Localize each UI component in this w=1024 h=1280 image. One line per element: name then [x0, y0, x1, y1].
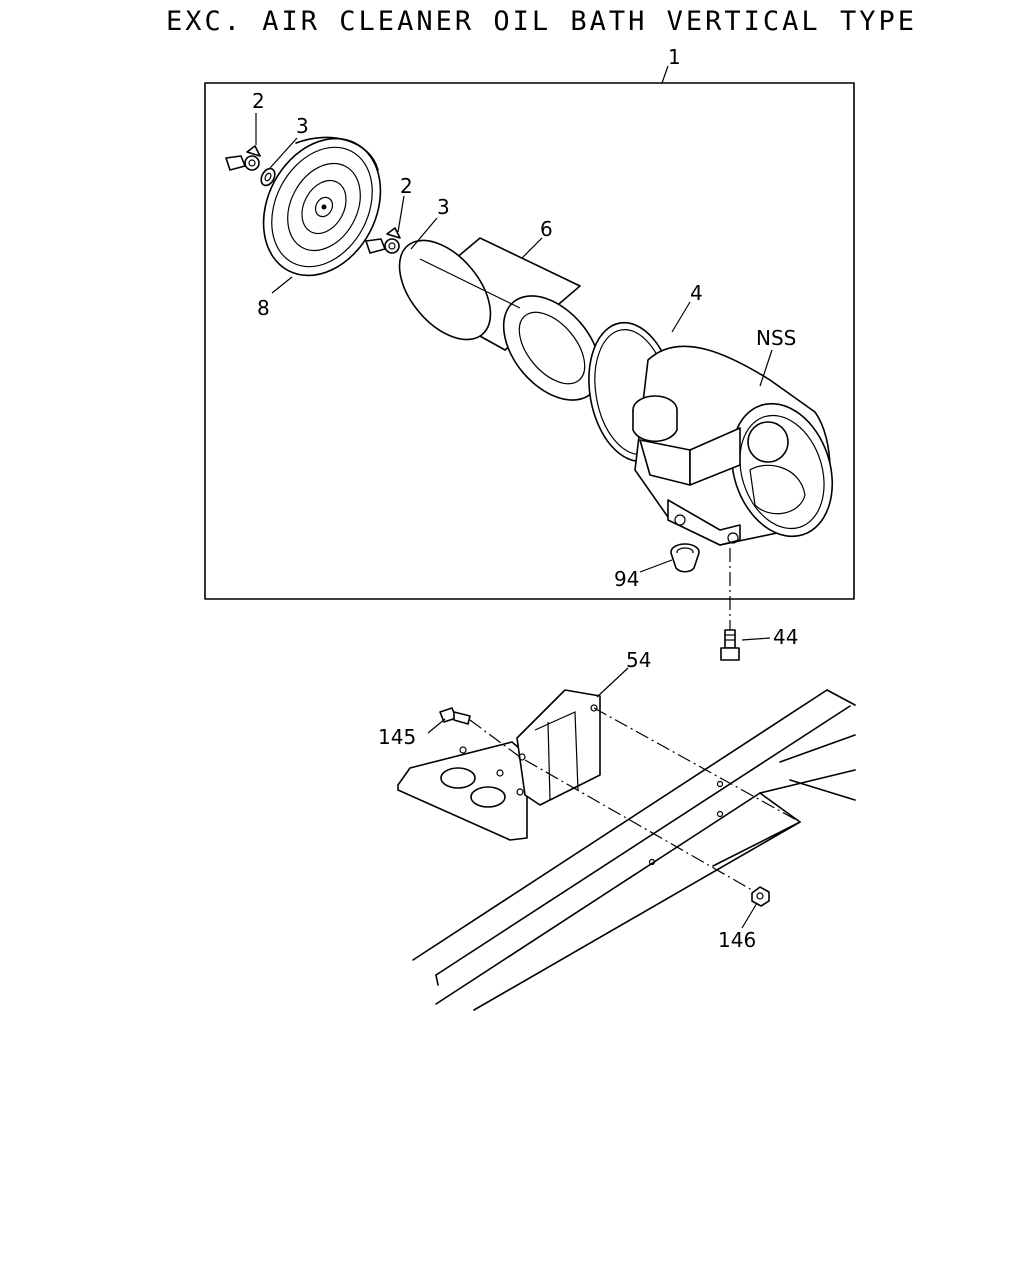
diagram-title: EXC. AIR CLEANER OIL BATH VERTICAL TYPE — [166, 6, 917, 37]
leader-assembly — [661, 65, 669, 84]
washer-upper — [260, 167, 276, 187]
callout-body: NSS — [756, 326, 796, 350]
callout-cap: 94 — [614, 567, 639, 591]
alignment-line-upper — [593, 707, 801, 823]
alignment-line-bolt — [469, 719, 521, 758]
air-cleaner-body — [632, 345, 834, 546]
nut-part — [751, 886, 770, 907]
leader-bracket — [596, 667, 629, 698]
bracket-bolt-part — [439, 707, 471, 725]
callout-wing-nut-lower: 2 — [400, 174, 413, 198]
leader-cover — [271, 276, 293, 294]
callout-wing-nut-upper: 2 — [252, 89, 265, 113]
callout-bolt: 44 — [773, 625, 798, 649]
leader-washer-lower — [410, 217, 438, 250]
wing-nut-lower — [365, 227, 401, 254]
callout-element: 6 — [540, 217, 553, 241]
leader-element — [521, 237, 543, 259]
leader-body — [759, 349, 773, 387]
leader-nut — [741, 902, 758, 929]
leader-bolt — [741, 637, 771, 641]
alignment-line-lower — [524, 759, 753, 891]
callout-washer-lower: 3 — [437, 195, 450, 219]
leader-bracket-bolt — [427, 718, 446, 734]
assembly-frame — [204, 82, 855, 600]
filter-element — [398, 237, 602, 401]
leader-washer-upper — [269, 137, 298, 169]
cap-part — [670, 543, 700, 573]
callout-assembly: 1 — [668, 45, 681, 69]
bolt-part — [720, 629, 740, 661]
bracket-part — [397, 689, 601, 841]
leader-wing-nut-lower — [397, 195, 405, 233]
callout-washer-upper: 3 — [296, 114, 309, 138]
cover-part — [262, 136, 382, 277]
callout-nut: 146 — [718, 928, 756, 952]
callout-gasket: 4 — [690, 281, 703, 305]
wing-nut-upper — [225, 145, 261, 171]
chassis-frame — [412, 689, 856, 1011]
callout-bracket: 54 — [626, 648, 651, 672]
callout-bracket-bolt: 145 — [378, 725, 416, 749]
leader-gasket — [671, 301, 691, 333]
callout-cover: 8 — [257, 296, 270, 320]
leader-cap — [639, 559, 673, 573]
